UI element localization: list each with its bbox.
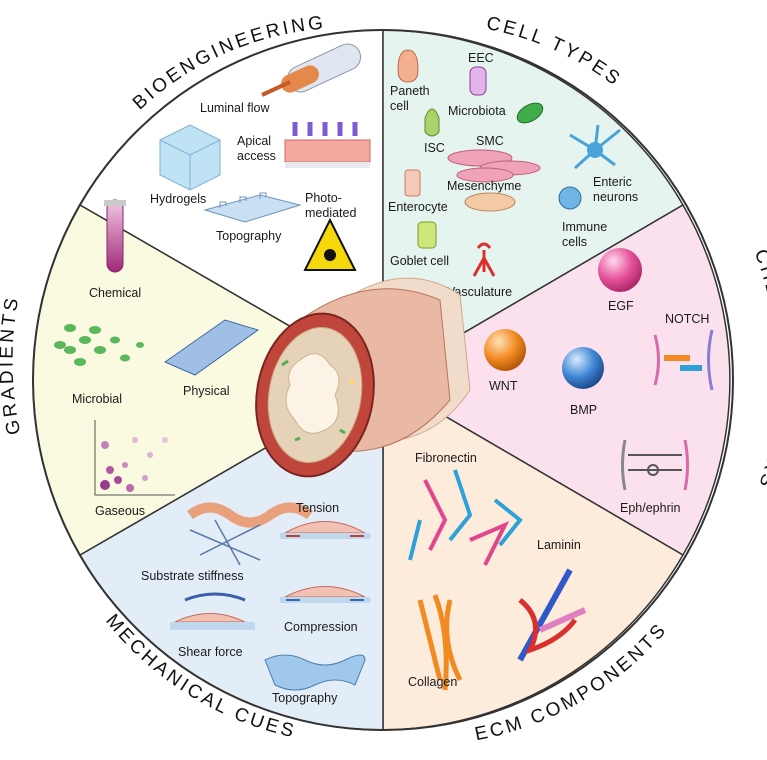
eph-ephrin-icon <box>621 439 689 491</box>
ecm-illustrations: Fibronectin Laminin Collagen <box>408 451 587 691</box>
label-chemical: Chemical <box>89 286 141 300</box>
label-enterocyte: Enterocyte <box>388 200 448 214</box>
enterocyte-icon <box>404 169 421 197</box>
label-paneth-cell: cell <box>390 99 409 113</box>
label-immune-cells: cells <box>562 235 587 249</box>
hydrogel-cube-icon <box>159 124 221 191</box>
title-chemical-factors: CHEMICAL FACTORS <box>750 247 767 493</box>
chemical-gradient-tube-icon <box>104 199 126 273</box>
enteric-neuron-icon <box>569 124 621 170</box>
label-access: access <box>237 149 276 163</box>
label-photo: Photo- <box>305 191 342 205</box>
gaseous-gradient-icon <box>94 420 175 496</box>
label-substrate-stiffness: Substrate stiffness <box>141 569 244 583</box>
eec-cell-icon <box>469 66 487 96</box>
microbial-gradient-icon <box>54 324 144 366</box>
vasculature-icon <box>472 242 496 277</box>
label-compression: Compression <box>284 620 358 634</box>
label-collagen: Collagen <box>408 675 457 689</box>
label-shear-force: Shear force <box>178 645 243 659</box>
label-enteric: Enteric <box>593 175 632 189</box>
intestine-cross-section-illustration <box>255 277 471 478</box>
label-egf: EGF <box>608 299 634 313</box>
label-mediated: mediated <box>305 206 356 220</box>
apical-access-epithelium-icon <box>284 122 371 168</box>
wnt-sphere-icon <box>484 329 526 371</box>
label-goblet-cell: Goblet cell <box>390 254 449 268</box>
microbiota-icon <box>516 102 544 124</box>
mechanical-cues-illustrations: Tension Substrate stiffness Compression … <box>141 501 370 705</box>
label-bmp: BMP <box>570 403 597 417</box>
photo-mediated-warning-icon <box>303 217 357 271</box>
label-topography-mech: Topography <box>272 691 338 705</box>
chemical-factors-illustrations: EGF NOTCH WNT BMP Eph/ephrin <box>484 248 714 515</box>
label-topography-bio: Topography <box>216 229 282 243</box>
sector-chemical-factors <box>381 203 731 557</box>
title-gradients: GRADIENTS <box>0 294 25 437</box>
laminin-icon <box>517 568 587 662</box>
label-wnt: WNT <box>489 379 518 393</box>
bmp-sphere-icon <box>562 347 604 389</box>
egf-sphere-icon <box>598 248 642 292</box>
goblet-cell-icon <box>417 221 437 249</box>
smc-cells-icon <box>447 149 541 183</box>
label-immune: Immune <box>562 220 607 234</box>
topography-wave-icon <box>264 654 366 691</box>
collagen-icon <box>417 594 463 691</box>
label-gaseous: Gaseous <box>95 504 145 518</box>
label-physical: Physical <box>183 384 230 398</box>
immune-cell-icon <box>558 186 582 210</box>
label-vasculature: Vasculature <box>447 285 512 299</box>
label-neurons: neurons <box>593 190 638 204</box>
gradients-illustrations: Chemical Microbial Physical Gaseous <box>54 199 260 518</box>
mesenchyme-cell-icon <box>464 192 516 212</box>
cell-types-illustrations: Paneth cell EEC Microbiota ISC SMC Enter… <box>388 49 638 299</box>
notch-receptor-icon <box>653 329 714 391</box>
label-microbial: Microbial <box>72 392 122 406</box>
fibronectin-icon <box>408 469 523 566</box>
substrate-stiffness-icon <box>187 502 313 566</box>
label-notch: NOTCH <box>665 312 709 326</box>
luminal-flow-tube-icon <box>261 43 362 97</box>
label-isc: ISC <box>424 141 445 155</box>
wheel-sectors <box>32 29 734 731</box>
shear-force-icon <box>170 592 255 630</box>
label-tension: Tension <box>296 501 339 515</box>
label-microbiota: Microbiota <box>448 104 506 118</box>
isc-cell-icon <box>424 108 440 137</box>
compression-icon <box>280 586 370 603</box>
paneth-cell-icon <box>397 49 419 83</box>
label-eec: EEC <box>468 51 494 65</box>
label-fibronectin: Fibronectin <box>415 451 477 465</box>
label-smc: SMC <box>476 134 504 148</box>
label-mesenchyme: Mesenchyme <box>447 179 521 193</box>
label-hydrogels: Hydrogels <box>150 192 206 206</box>
label-eph-ephrin: Eph/ephrin <box>620 501 681 515</box>
tension-icon <box>280 521 370 539</box>
label-laminin: Laminin <box>537 538 581 552</box>
bioengineering-illustrations: Luminal flow Apical access Hydrogels Pho… <box>150 43 371 271</box>
label-luminal-flow: Luminal flow <box>200 101 270 115</box>
topography-plate-icon <box>203 192 302 223</box>
physical-gradient-wedge-icon <box>163 319 260 376</box>
label-apical: Apical <box>237 134 271 148</box>
label-paneth: Paneth <box>390 84 430 98</box>
